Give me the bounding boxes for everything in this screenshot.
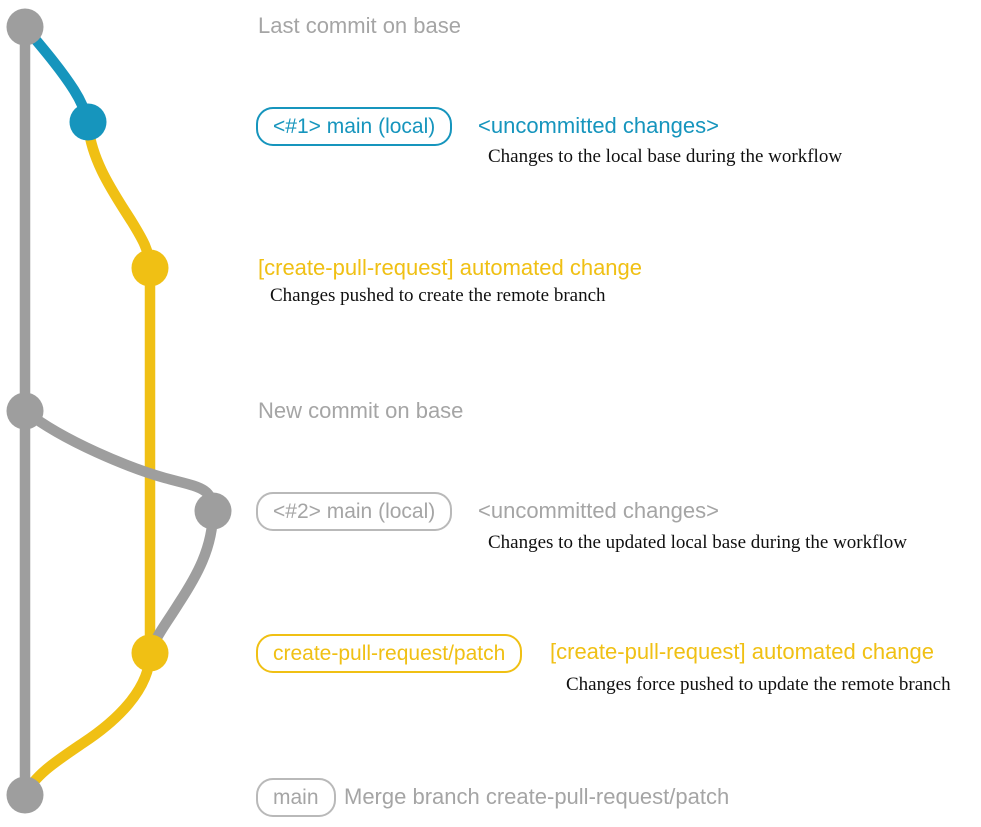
new-base-heading: New commit on base (258, 398, 464, 423)
last-base-heading: Last commit on base (258, 13, 461, 38)
automated-1-edge (82, 116, 156, 274)
commit-node-automated-1 (131, 249, 169, 287)
branch-label-main-local-1: <#1> main (local) (256, 107, 453, 146)
branch-label-create-pull-request-patch: create-pull-request/patch (256, 634, 523, 673)
automated-2-edge (144, 505, 219, 659)
commit-node-automated-2 (131, 634, 169, 672)
automated-1-subtitle: Changes pushed to create the remote bran… (270, 285, 606, 306)
merge-message: Merge branch create-pull-request/patch (344, 784, 730, 809)
merge-edge (19, 647, 156, 801)
branch-label-main: main (256, 778, 336, 817)
automated-2-subtitle: Changes force pushed to update the remot… (566, 674, 951, 695)
uncommitted-1-subtitle: Changes to the local base during the wor… (488, 146, 843, 167)
commit-node-uncommitted-1 (69, 103, 107, 141)
uncommitted-2-edge (19, 405, 219, 517)
branch-label-main-local-2: <#2> main (local) (256, 492, 453, 531)
uncommitted-2-title: <uncommitted changes> (478, 498, 719, 523)
automated-1-title: [create-pull-request] automated change (258, 255, 643, 280)
uncommitted-1-title: <uncommitted changes> (478, 113, 719, 138)
commit-node-merge (6, 776, 44, 814)
commit-node-new-base (6, 392, 44, 430)
automated-2-title: [create-pull-request] automated change (550, 639, 935, 664)
commit-node-uncommitted-2 (194, 492, 232, 530)
commit-node-last-base (6, 8, 44, 46)
uncommitted-2-subtitle: Changes to the updated local base during… (488, 532, 907, 553)
